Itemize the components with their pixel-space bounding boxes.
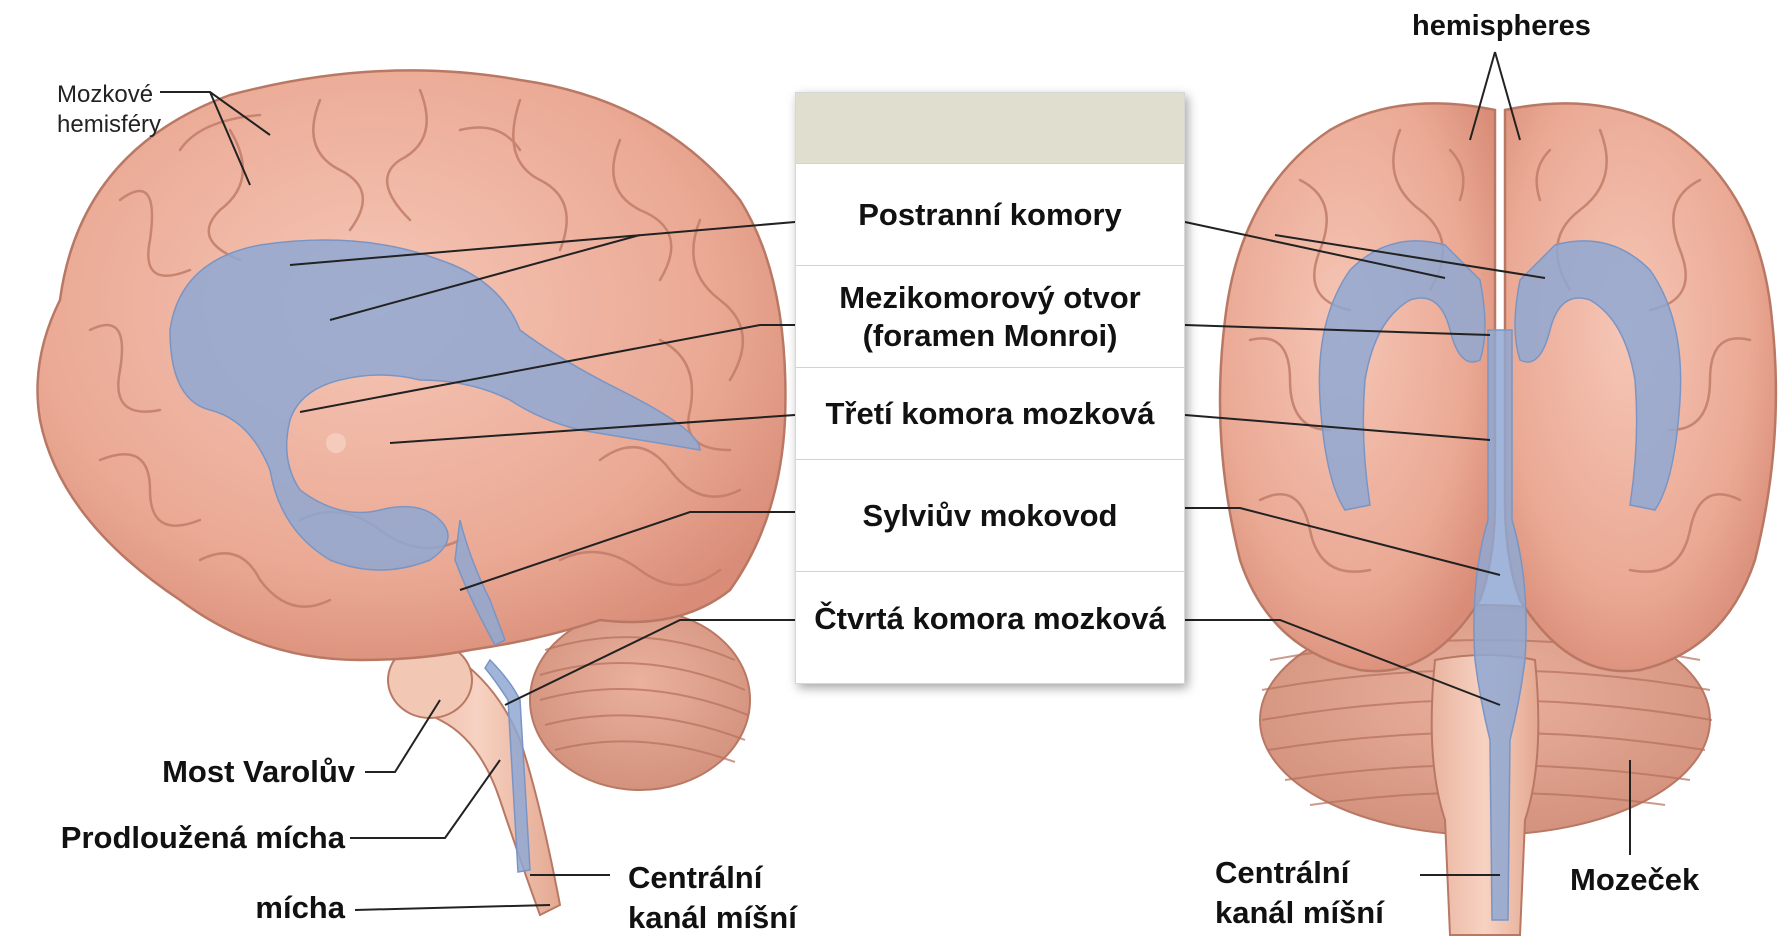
label-right-hemispheres: hemispheres [1412,8,1591,44]
legend-aqueduct-text: Sylviův mokovod [863,497,1118,535]
legend-row-third-ventricle: Třetí komora mozková [796,367,1184,459]
label-pons: Most Varolův [140,754,355,790]
label-cerebellum: Mozeček [1570,862,1699,898]
label-left-hemispheres-line2: hemisféry [57,110,161,140]
legend-row-aqueduct: Sylviův mokovod [796,459,1184,571]
legend-header [796,93,1184,164]
legend-row-lateral-ventricles: Postranní komory [796,163,1184,265]
legend-third-ventricle-text: Třetí komora mozková [825,395,1154,433]
legend-foramen-line1: Mezikomorový otvor [839,279,1140,317]
label-right-central-canal-line2: kanál míšní [1215,895,1384,931]
label-left-central-canal-line1: Centrální [628,860,762,896]
label-right-central-canal-line1: Centrální [1215,855,1349,891]
legend-row-fourth-ventricle: Čtvrtá komora mozková [796,571,1184,683]
label-spinal-cord: mícha [240,890,345,926]
ventricle-legend: Postranní komory Mezikomorový otvor (for… [795,92,1185,684]
label-medulla: Prodloužená mícha [50,820,345,856]
legend-fourth-ventricle-text: Čtvrtá komora mozková [814,600,1165,638]
label-left-hemispheres-line1: Mozkové [57,80,153,110]
legend-foramen-line2: (foramen Monroi) [863,317,1118,355]
legend-lateral-ventricles-text: Postranní komory [858,196,1122,234]
legend-row-foramen-monroi: Mezikomorový otvor (foramen Monroi) [796,265,1184,367]
label-left-central-canal-line2: kanál míšní [628,900,797,936]
frontal-brain-view [1220,103,1776,935]
